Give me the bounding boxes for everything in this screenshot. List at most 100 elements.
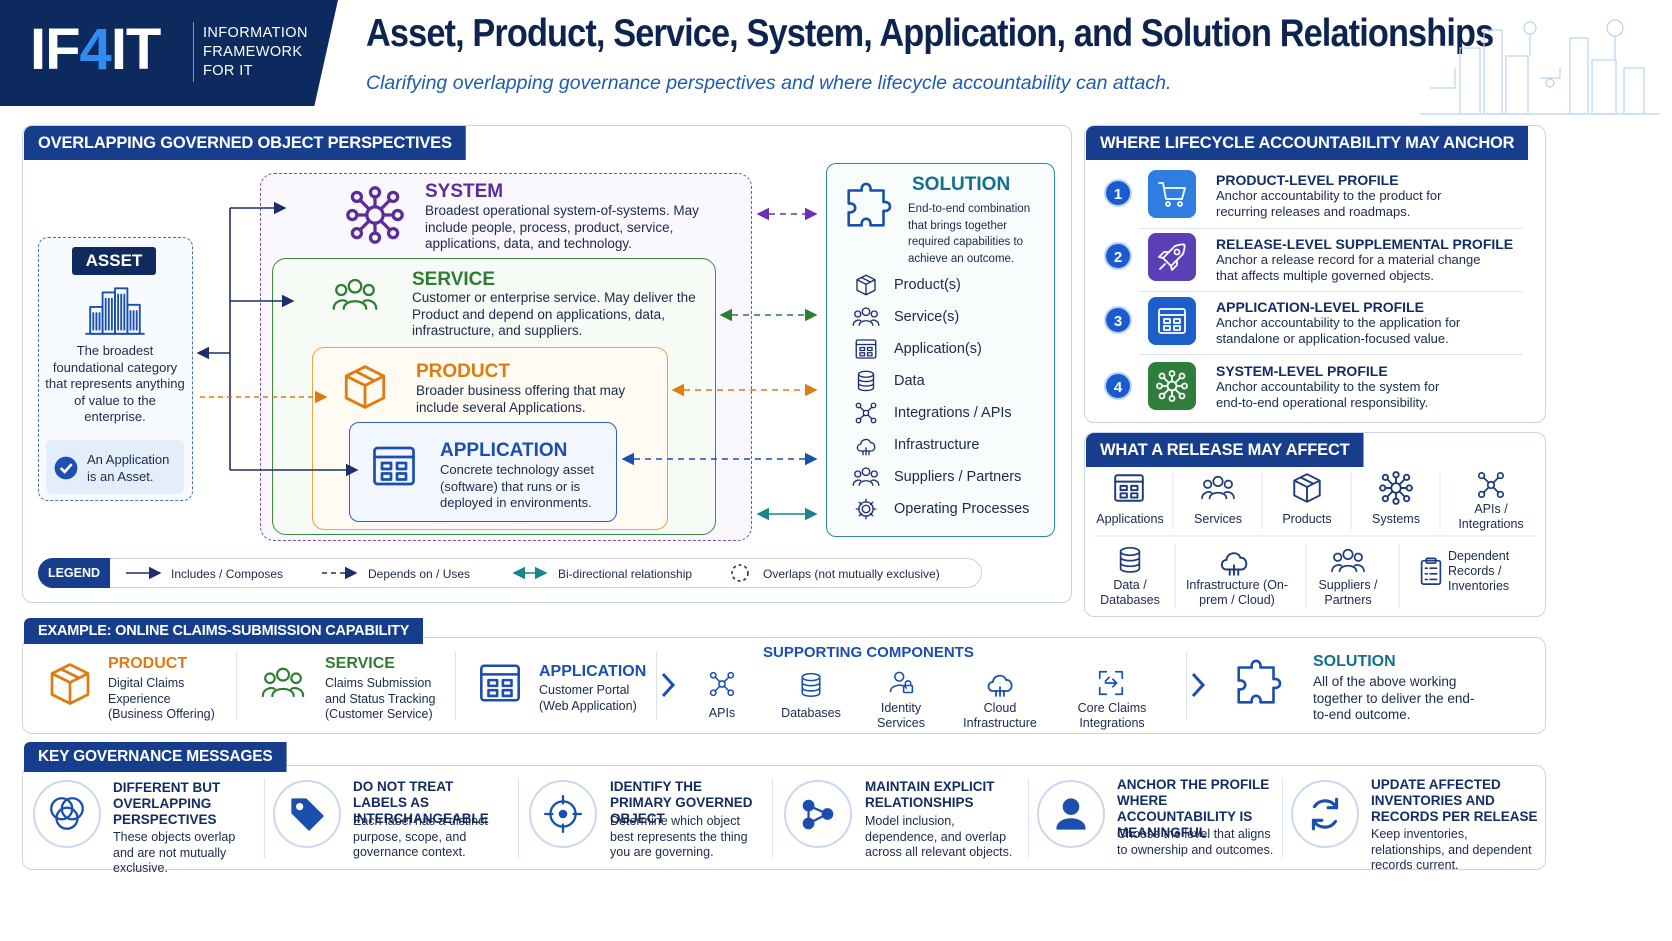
app-window-icon: [477, 660, 523, 706]
example-solution-title: SOLUTION: [1313, 653, 1396, 670]
cloud-icon: [982, 667, 1018, 699]
asset-note-text: An Application is an Asset.: [87, 452, 170, 484]
asset-badge: ASSET: [72, 247, 156, 275]
message-title: DO NOT TREAT LABELS AS INTERCHANGEABLE: [353, 779, 489, 826]
divider: [1140, 291, 1522, 292]
page-title: Asset, Product, Service, System, Applica…: [366, 12, 1494, 55]
solution-title: SOLUTION: [912, 174, 1011, 195]
message-text: Each label has a distinct purpose, scope…: [353, 814, 488, 859]
divider: [1140, 354, 1522, 355]
bidirectional-arrow-icon: [512, 566, 548, 580]
message-title: MAINTAIN EXPLICIT RELATIONSHIPS: [865, 779, 995, 810]
component-item: Core Claims Integrations: [1077, 701, 1147, 730]
chevron-right-icon: [1191, 672, 1206, 698]
city-skyline-decoration-icon: [1420, 19, 1660, 115]
example-application-title: APPLICATION: [539, 663, 647, 680]
database-icon: [1115, 544, 1145, 576]
solution-item: Product(s): [852, 269, 1052, 301]
product-description: Broader business offering that may inclu…: [416, 383, 626, 415]
people-icon: [1198, 473, 1238, 503]
page-subtitle: Clarifying overlapping governance perspe…: [366, 72, 1172, 94]
box-icon: [852, 273, 880, 297]
step-number: 4: [1104, 372, 1132, 400]
release-item: Suppliers / Partners: [1318, 578, 1378, 607]
message-title: ANCHOR THE PROFILE WHERE ACCOUNTABILITY …: [1117, 777, 1270, 840]
overlap-circle-icon: [731, 564, 749, 582]
message-title: IDENTIFY THE PRIMARY GOVERNED OBJECT: [610, 779, 753, 826]
user-icon: [1037, 780, 1105, 848]
system-icon: [1148, 362, 1196, 410]
step-number: 1: [1104, 179, 1132, 207]
network-icon: [1476, 470, 1506, 500]
example-application-text: Customer Portal (Web Application): [539, 683, 637, 713]
lifecycle-item-title: APPLICATION-LEVEL PROFILE: [1216, 299, 1424, 315]
people-icon: [1328, 546, 1368, 576]
lifecycle-item-text: Anchor a release record for a material c…: [1216, 252, 1481, 283]
legend-label: LEGEND: [38, 558, 110, 588]
includes-arrow-icon: [126, 566, 162, 580]
depends-arrow-icon: [322, 566, 358, 580]
divider: [1282, 778, 1283, 858]
solution-item: Data: [852, 365, 1052, 397]
people-icon: [852, 305, 880, 329]
graph-icon: [784, 780, 852, 848]
application-title: APPLICATION: [440, 440, 568, 461]
step-number: 3: [1104, 306, 1132, 334]
app-window-icon: [1148, 297, 1196, 345]
logo-mark: IF4IT: [30, 17, 161, 82]
target-icon: [529, 780, 597, 848]
legend-overlaps: Overlaps (not mutually exclusive): [763, 567, 940, 581]
message-text: Keep inventories, relationships, and dep…: [1371, 827, 1532, 872]
service-title: SERVICE: [412, 269, 496, 290]
product-title: PRODUCT: [416, 361, 510, 382]
divider: [1140, 228, 1522, 229]
step-number: 2: [1104, 242, 1132, 270]
release-item: APIs / Integrations: [1458, 502, 1524, 531]
database-icon: [852, 369, 880, 393]
venn-icon: [33, 780, 101, 848]
divider: [455, 652, 456, 720]
message-text: These objects overlap and are not mutual…: [113, 830, 236, 875]
message-title: DIFFERENT BUT OVERLAPPING PERSPECTIVES: [113, 780, 221, 827]
solution-item: Integrations / APIs: [852, 397, 1052, 429]
service-description: Customer or enterprise service. May deli…: [412, 290, 696, 338]
legend-depends: Depends on / Uses: [368, 567, 471, 581]
lifecycle-item-title: PRODUCT-LEVEL PROFILE: [1216, 172, 1399, 188]
release-grid-lines: [1094, 472, 1536, 608]
system-description: Broadest operational system-of-systems. …: [425, 203, 699, 251]
component-item: Databases: [781, 706, 841, 720]
example-panel: [22, 637, 1546, 734]
cloud-icon: [1216, 544, 1252, 578]
box-icon: [1290, 471, 1324, 505]
release-item: Data / Databases: [1100, 578, 1160, 607]
message-text: Determine which object best represents t…: [610, 814, 748, 859]
asset-description: The broadest foundational category that …: [45, 343, 185, 424]
solution-component-list: Product(s) Service(s) Application(s) Dat…: [852, 269, 1052, 525]
legend-bidirectional: Bi-directional relationship: [558, 567, 693, 581]
clipboard-icon: [1416, 554, 1446, 588]
release-item: Products: [1282, 512, 1332, 526]
divider: [264, 778, 265, 858]
release-item: Dependent Records / Inventories: [1448, 549, 1510, 593]
messages-panel-tab: KEY GOVERNANCE MESSAGES: [24, 742, 287, 772]
divider: [772, 778, 773, 858]
release-item: Services: [1194, 512, 1242, 526]
lifecycle-item-text: Anchor accountability to the application…: [1216, 315, 1461, 346]
message-text: Model inclusion, dependence, and overlap…: [865, 814, 1013, 859]
application-description: Concrete technology asset (software) tha…: [440, 462, 594, 510]
identity-icon: [887, 668, 915, 696]
release-item: Applications: [1096, 512, 1164, 526]
refresh-icon: [1291, 780, 1359, 848]
divider: [1028, 778, 1029, 858]
rocket-icon: [1148, 233, 1196, 281]
tag-icon: [273, 780, 341, 848]
lifecycle-item-text: Anchor accountability to the product for…: [1216, 188, 1442, 219]
legend-includes: Includes / Composes: [171, 567, 284, 581]
solution-item: Infrastructure: [852, 429, 1052, 461]
logo-text: INFORMATION FRAMEWORK FOR IT: [203, 25, 308, 79]
gear-icon: [852, 497, 880, 521]
component-item: APIs: [708, 706, 736, 720]
example-service-title: SERVICE: [325, 655, 395, 672]
app-window-icon: [852, 337, 880, 361]
app-window-icon: [1112, 471, 1146, 505]
